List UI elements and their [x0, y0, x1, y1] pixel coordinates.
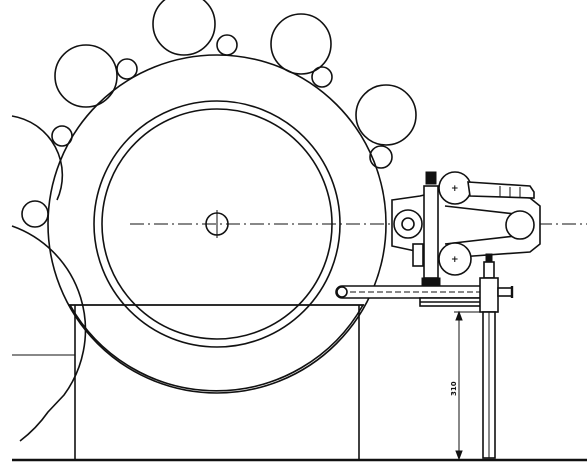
slide-rail	[335, 285, 487, 307]
support-stand	[479, 253, 514, 459]
unit-column	[423, 185, 439, 279]
dim-arrow-bottom	[455, 450, 463, 461]
cutting-unit: + +	[391, 171, 541, 287]
left-bearing-inner	[401, 217, 415, 231]
upper-roll-mark: +	[451, 184, 459, 194]
bowl-trough	[69, 304, 365, 392]
roller-right	[355, 84, 417, 146]
drum-outer	[47, 54, 387, 394]
stand-knob	[497, 287, 513, 297]
roller-top-left	[54, 44, 118, 108]
roller-small-6	[21, 200, 49, 228]
roller-small-1	[116, 58, 138, 80]
roller-small-4	[369, 145, 393, 169]
lower-roll-mark: +	[451, 255, 459, 265]
housing-side-disc	[505, 210, 535, 240]
rail-end-roller	[336, 286, 348, 298]
height-dimension: 310	[450, 310, 483, 461]
column-cap-top	[425, 171, 437, 185]
top-rollers	[21, 0, 417, 228]
lower-knife-roll	[438, 242, 472, 276]
left-bearing-disc	[393, 209, 423, 239]
roller-top-mid	[152, 0, 216, 56]
roller-top-right	[270, 13, 332, 75]
left-partial-cylinder	[11, 115, 64, 201]
stand-head	[479, 277, 499, 313]
column-cap-bottom	[421, 277, 441, 287]
adjust-handle	[467, 181, 535, 199]
stand-top-knob	[485, 253, 493, 263]
roller-small-3	[311, 66, 333, 88]
dim-arrow-top	[455, 310, 463, 321]
base-frame	[12, 304, 587, 462]
stand-top-cap	[483, 261, 495, 279]
column-clamp	[412, 243, 424, 267]
roller-small-2	[216, 34, 238, 56]
dimension-value: 310	[450, 381, 458, 396]
